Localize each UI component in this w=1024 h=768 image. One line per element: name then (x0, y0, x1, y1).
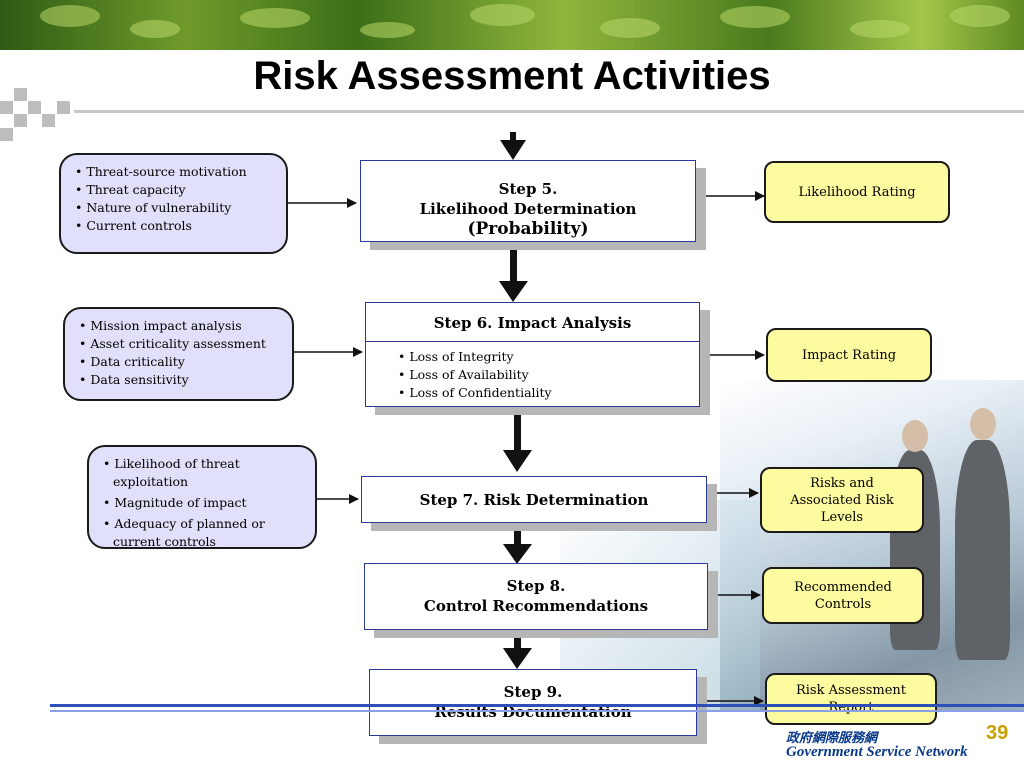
list-item: • Loss of Confidentiality (398, 385, 552, 400)
footer-rule-light (50, 710, 1024, 712)
list-item: Threat-source motivation (73, 163, 274, 181)
output-likelihood-rating: Likelihood Rating (764, 161, 950, 223)
list-item: Data sensitivity (77, 371, 280, 389)
page-number: 39 (986, 722, 1009, 744)
list-item: Nature of vulnerability (73, 199, 274, 217)
step-5-label: Step 5. (498, 180, 558, 198)
input-box-impact: Mission impact analysis Asset criticalit… (63, 307, 294, 401)
list-item: Likelihood of threat exploitation (101, 455, 303, 491)
list-item: Threat capacity (73, 181, 274, 199)
step-7-title: Step 7. Risk Determination (419, 491, 649, 509)
step-9-box: Step 9. Results Documentation (369, 669, 697, 736)
step-8-name: Control Recommendations (423, 597, 649, 615)
output-risk-report: Risk Assessment Report (765, 673, 937, 725)
step-6-box: Step 6. Impact Analysis • Loss of Integr… (365, 302, 700, 407)
step-9-name: Results Documentation (434, 703, 632, 721)
list-item: Magnitude of impact (101, 494, 303, 512)
output-risk-levels: Risks and Associated Risk Levels (760, 467, 924, 533)
leaf-banner-image (0, 0, 1024, 50)
footer-chinese-name: 政府網際服務網 (786, 731, 878, 746)
footer-english-name: Government Service Network (786, 744, 968, 760)
title-divider (74, 110, 1024, 113)
step-9-label: Step 9. (503, 683, 563, 701)
step-5-box: Step 5. Likelihood Determination (Probab… (360, 160, 696, 242)
list-item: Current controls (73, 217, 274, 235)
step-8-label: Step 8. (506, 577, 566, 595)
step-8-box: Step 8. Control Recommendations (364, 563, 708, 630)
list-item: Adequacy of planned or current controls (101, 515, 303, 551)
list-item: Asset criticality assessment (77, 335, 280, 353)
step-6-title: Step 6. Impact Analysis (433, 314, 632, 332)
slide-title: Risk Assessment Activities (253, 54, 771, 98)
output-impact-rating: Impact Rating (766, 328, 932, 382)
input-box-risk: Likelihood of threat exploitation Magnit… (87, 445, 317, 549)
list-item: Data criticality (77, 353, 280, 371)
list-item: • Loss of Availability (398, 367, 529, 382)
list-item: Mission impact analysis (77, 317, 280, 335)
input-box-likelihood: Threat-source motivation Threat capacity… (59, 153, 288, 254)
list-item: • Loss of Integrity (398, 349, 514, 364)
step-5-name: Likelihood Determination (419, 200, 637, 218)
step-5-extra: (Probability) (467, 219, 589, 239)
step-7-box: Step 7. Risk Determination (361, 476, 707, 523)
footer-rule (50, 704, 1024, 707)
output-recommended-controls: Recommended Controls (762, 567, 924, 624)
